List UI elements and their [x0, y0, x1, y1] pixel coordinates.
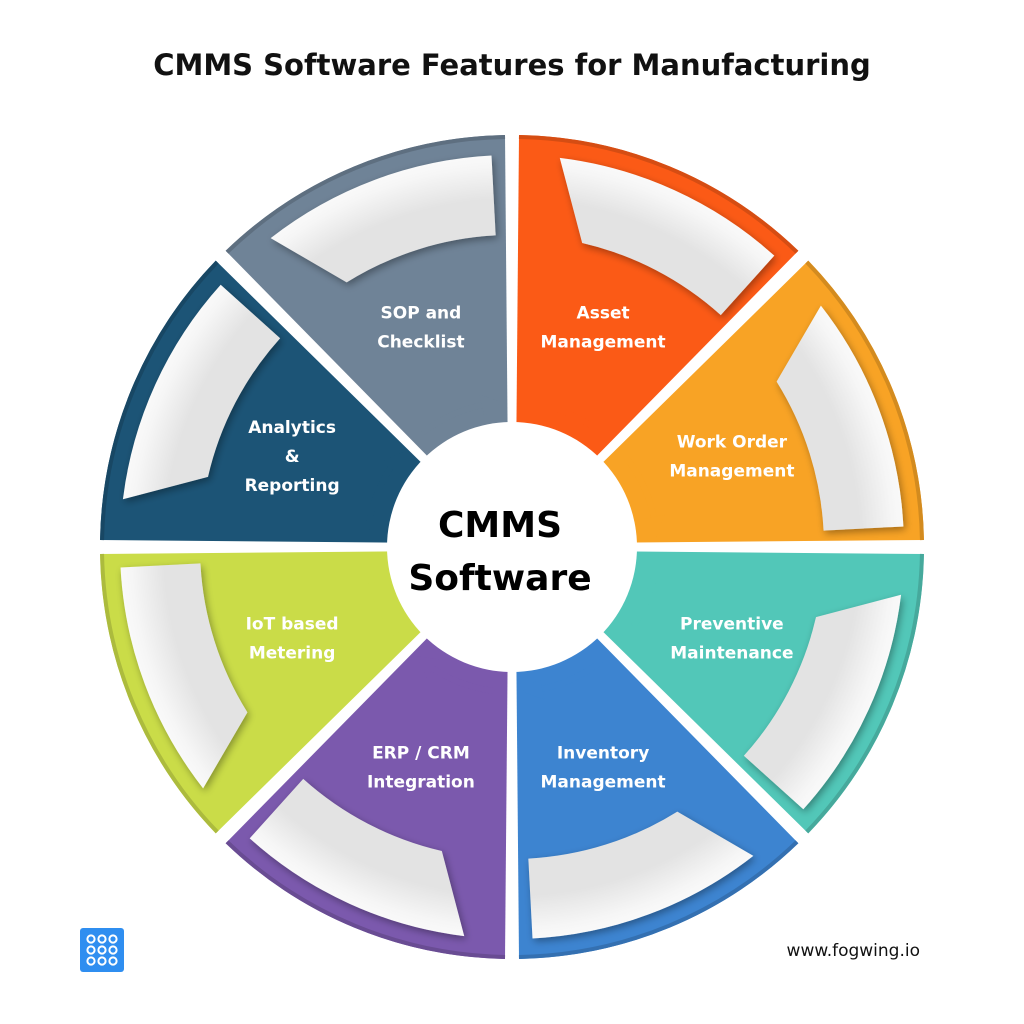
segment-label-line: Reporting: [245, 476, 340, 496]
cycle-arrows: [359, 394, 665, 700]
segment-rim: [518, 840, 799, 959]
cycle-arrow-head: [416, 656, 440, 678]
center-circle: [387, 422, 637, 672]
segment-label-line: Management: [541, 333, 666, 353]
segment-rim: [518, 135, 799, 254]
segment-label-line: ERP / CRM: [372, 743, 470, 763]
segment-label-line: Inventory: [557, 743, 649, 763]
segment-white-bar: [528, 811, 754, 939]
cycle-arrow-head: [381, 451, 403, 475]
segment-white-bar: [249, 778, 465, 937]
segment-label-line: Checklist: [377, 333, 464, 353]
segment-white-bar: [559, 157, 775, 316]
segment-erp-crm-integration: ERP / CRM Integration: [225, 555, 509, 959]
segment-label-line: Maintenance: [670, 644, 793, 664]
segment-label-line: Work Order: [677, 432, 788, 452]
cycle-arrow-head: [643, 514, 665, 537]
segment-rim: [805, 260, 924, 541]
cycle-arrow-head: [522, 678, 545, 700]
segment-label-line: Management: [669, 461, 794, 481]
cycle-arrow-head: [584, 416, 608, 438]
segment-label-line: Asset: [577, 304, 630, 324]
grid-dots-icon: [80, 928, 124, 972]
segment-label-line: Preventive: [680, 615, 784, 635]
segment-rim: [100, 553, 219, 834]
center-title-line1: CMMS: [438, 505, 562, 546]
segment-label-line: Integration: [367, 772, 475, 792]
page-title: CMMS Software Features for Manufacturing: [153, 48, 871, 82]
segment-white-bar: [120, 563, 248, 789]
segment-white-bar: [776, 305, 904, 531]
segment-rim: [805, 553, 924, 834]
website-url[interactable]: www.fogwing.io: [786, 941, 920, 961]
segment-label-line: Metering: [249, 644, 336, 664]
segment-rim: [225, 135, 506, 254]
cycle-arrow-head: [359, 557, 381, 580]
center-title-line2: Software: [408, 558, 591, 599]
cycle-arrow-head: [621, 619, 643, 643]
segment-label-line: SOP and: [381, 304, 462, 324]
segment-label-line: &: [285, 447, 300, 467]
segment-label-line: Management: [541, 772, 666, 792]
segment-white-bar: [743, 594, 902, 810]
segment-white-bar: [122, 284, 281, 500]
cycle-arrow-head: [479, 394, 502, 416]
segment-white-bar: [270, 155, 496, 283]
segment-label-line: Analytics: [248, 418, 336, 438]
segment-analytics-reporting: Analytics & Reporting: [100, 260, 504, 544]
segment-label-line: IoT based: [246, 615, 339, 635]
segment-rim: [100, 260, 219, 541]
segment-rim: [225, 840, 506, 959]
